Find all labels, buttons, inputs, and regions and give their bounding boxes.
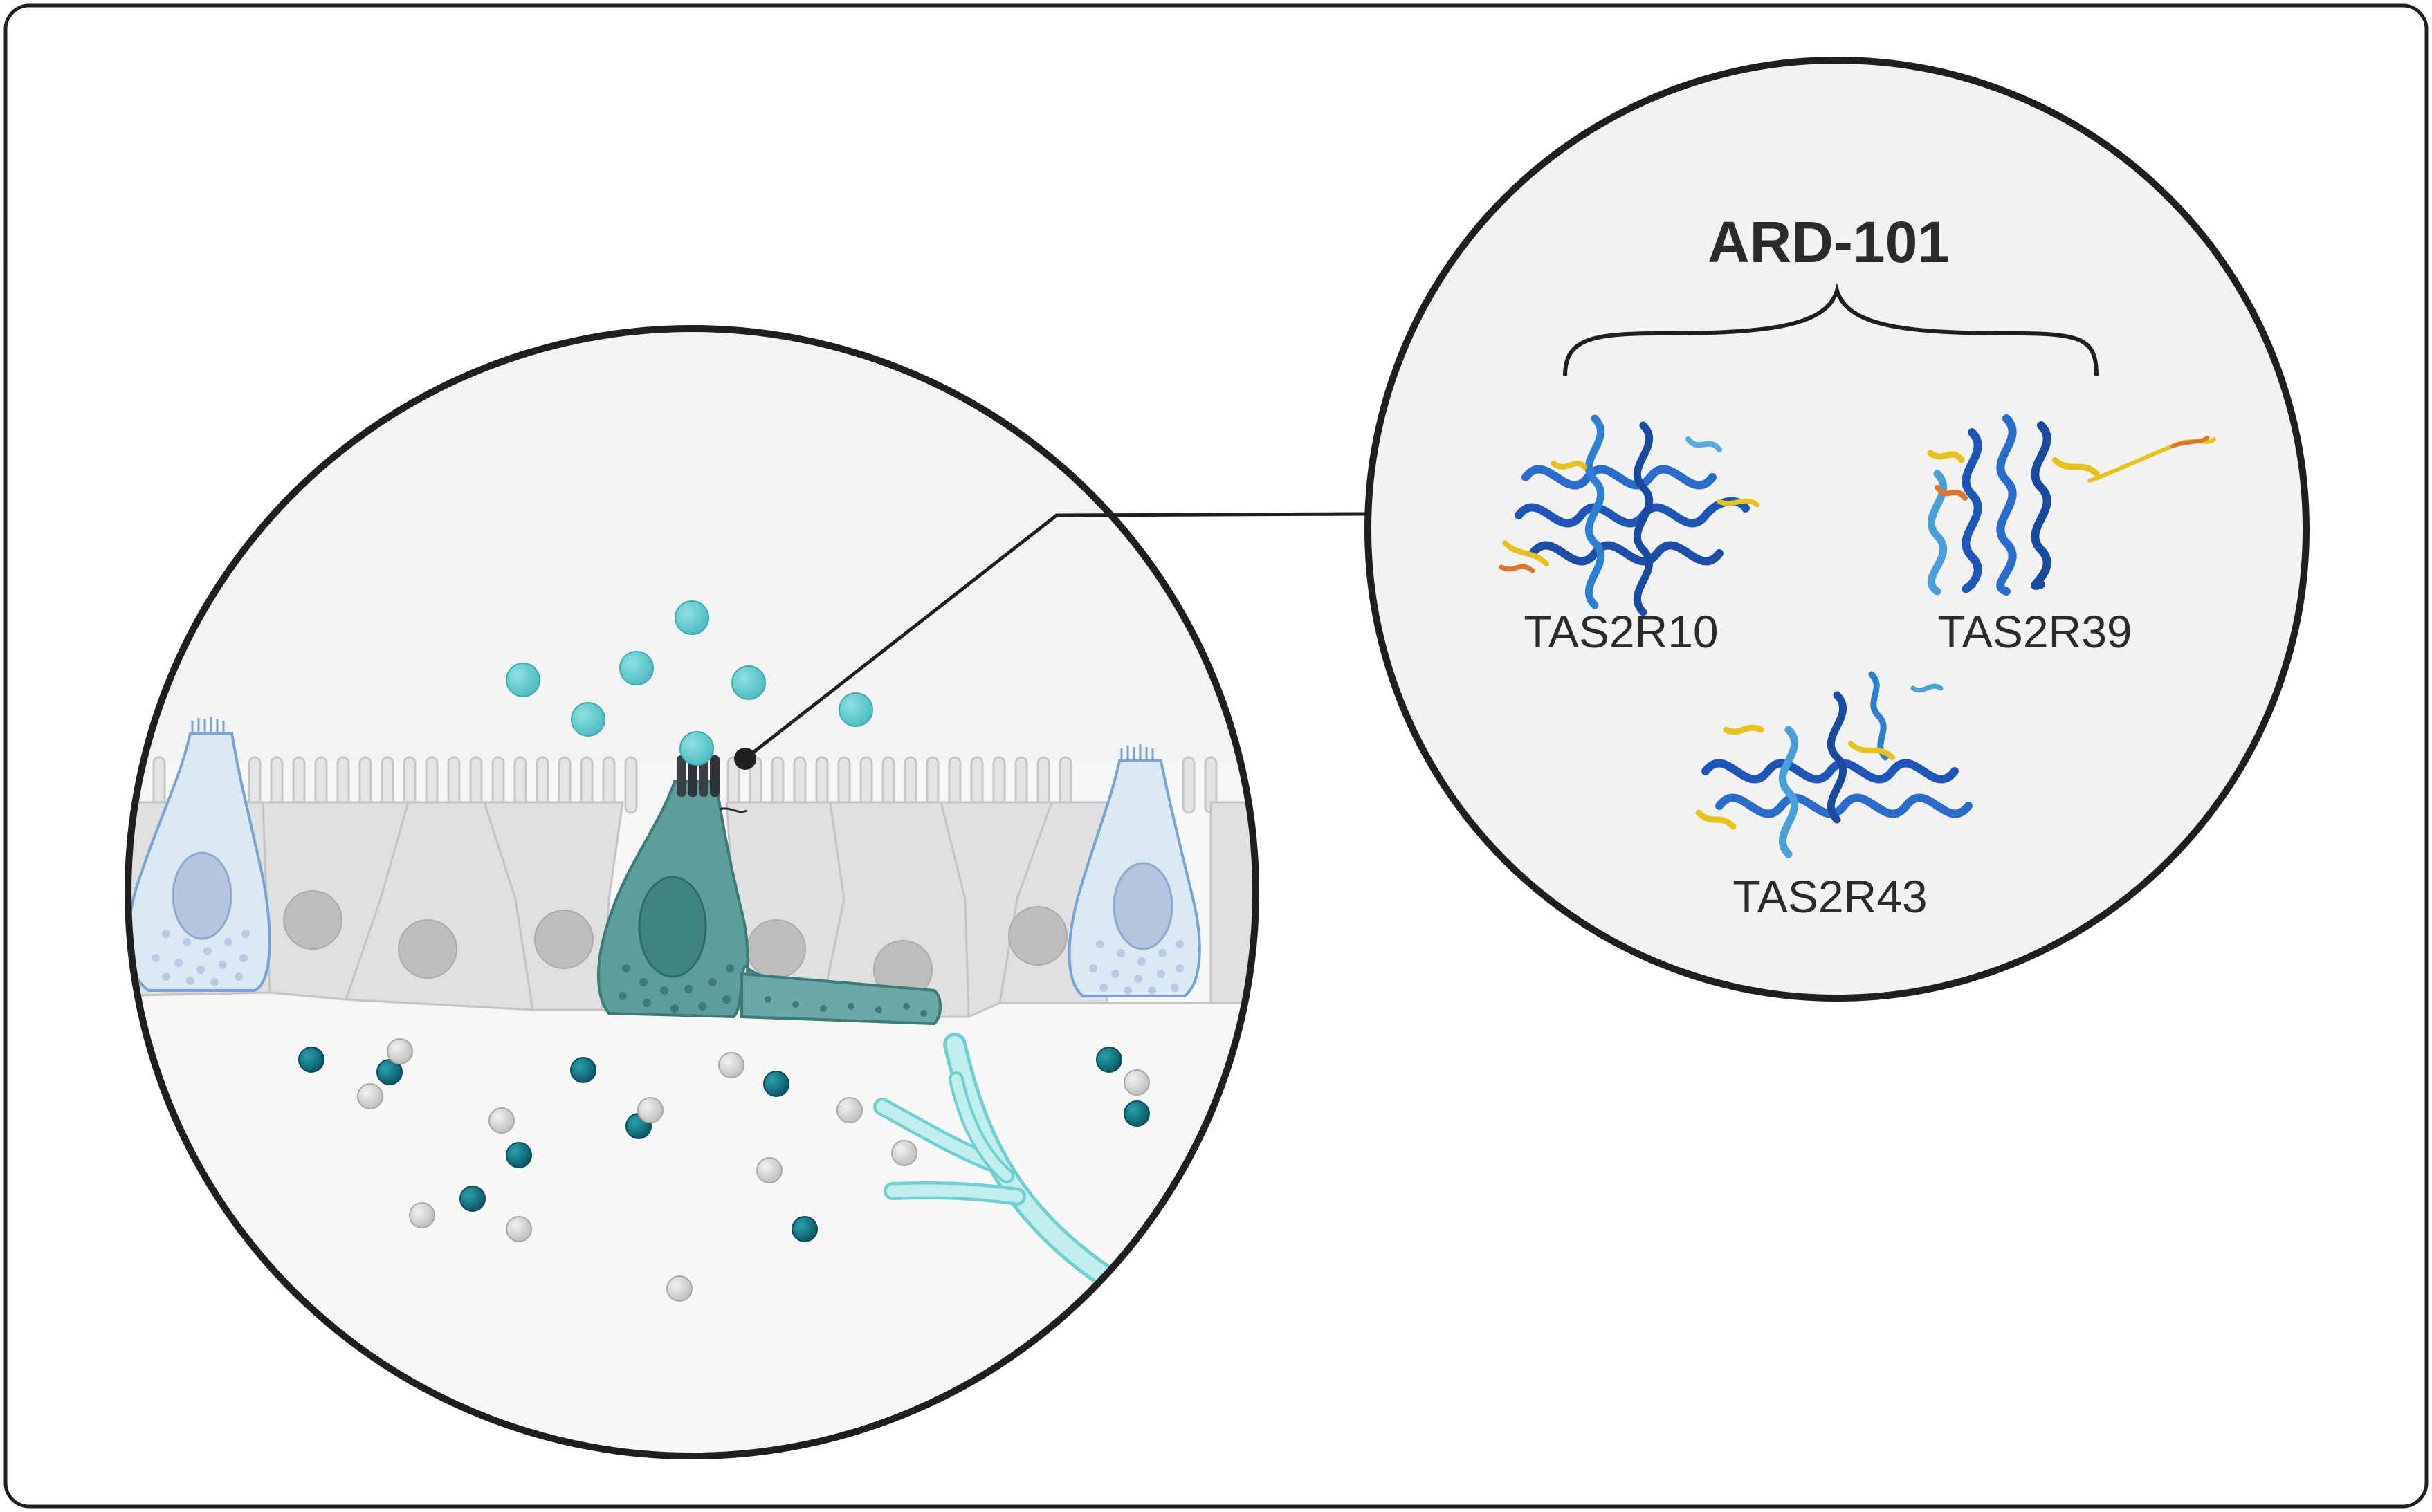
nerve-fiber xyxy=(873,1033,1133,1298)
receptor-inset xyxy=(1364,57,2310,1002)
dark-particles xyxy=(298,1047,1150,1242)
tissue-circle-border xyxy=(125,325,1259,1459)
microvilli xyxy=(152,756,1218,814)
tissue-magnification xyxy=(125,325,1259,1459)
protein-structure-icon xyxy=(1695,671,1973,858)
drug-title: ARD-101 xyxy=(1707,210,1950,275)
callout-connector xyxy=(734,512,1367,770)
protein-structure-icon xyxy=(1927,414,2216,596)
tuft-cell xyxy=(597,780,942,1026)
brace xyxy=(1563,283,2099,376)
light-particles xyxy=(357,1038,1150,1302)
protein-structure-icon xyxy=(1499,414,1760,616)
receptor-label-tas2r10: TAS2R10 xyxy=(1524,606,1719,657)
goblet-cell-right xyxy=(1068,744,1201,997)
goblet-cell-left xyxy=(128,717,271,992)
ligands xyxy=(506,600,873,766)
receptor-label-tas2r43: TAS2R43 xyxy=(1732,871,1928,922)
receptor-label-tas2r39: TAS2R39 xyxy=(1937,606,2132,657)
bitter-receptor-icon xyxy=(677,755,748,813)
nuclei xyxy=(283,890,1068,999)
